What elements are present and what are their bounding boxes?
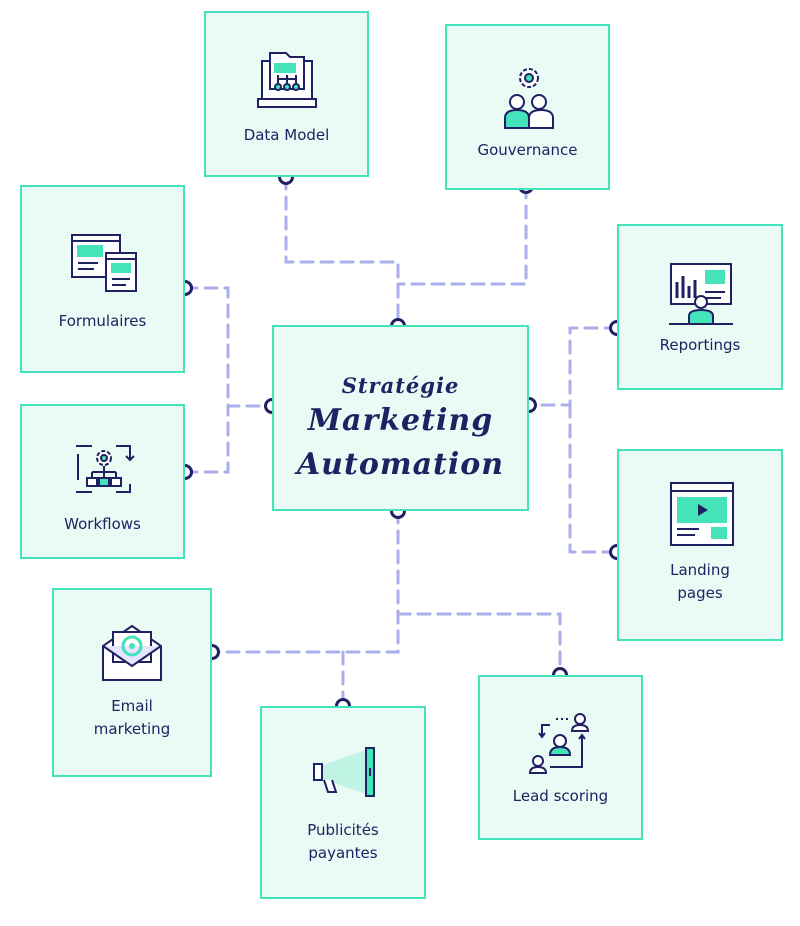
node-reportings: Reportings: [617, 224, 783, 390]
center-title-line3: Automation: [296, 447, 505, 482]
node-label: Reportings: [659, 336, 741, 354]
connector-landing: [568, 403, 619, 554]
node-label: Workflows: [64, 515, 141, 533]
presentation-chart-icon: [669, 263, 733, 325]
node-formulaires: Formulaires: [20, 185, 185, 373]
node-label: Gouvernance: [477, 141, 578, 159]
center-title-line1: Stratégie: [341, 373, 460, 398]
node-label: Formulaires: [58, 312, 147, 330]
megaphone-icon: [313, 747, 375, 797]
connector-bottom: [210, 509, 400, 654]
node-workflows: Workflows: [20, 404, 185, 559]
connector-workflows: [183, 404, 230, 474]
center-title-line2: Marketing: [307, 403, 494, 438]
lead-scoring-icon: [528, 713, 590, 774]
team-gear-icon: [504, 68, 554, 129]
node-gouvernance: Gouvernance: [445, 24, 610, 190]
node-lead-scoring: Lead scoring: [478, 675, 643, 840]
node-label-line2: pages: [677, 584, 723, 602]
node-label-line1: Email: [111, 697, 153, 715]
connector-reportings: [527, 326, 619, 407]
node-label: Data Model: [243, 126, 330, 144]
node-label-line1: Publicités: [307, 821, 379, 839]
forms-icon: [71, 234, 137, 292]
node-publicites-payantes: Publicités payantes: [260, 706, 426, 899]
node-label: Lead scoring: [512, 787, 609, 805]
data-model-icon: [257, 52, 317, 108]
node-label-line1: Landing: [670, 561, 730, 579]
node-label-line2: payantes: [308, 844, 378, 862]
node-label-line2: marketing: [93, 720, 171, 738]
video-page-icon: [670, 482, 734, 546]
connector-lead: [396, 612, 562, 677]
envelope-at-icon: [102, 624, 162, 681]
node-email-marketing: Email marketing: [52, 588, 212, 777]
center-node: Stratégie Marketing Automation: [272, 325, 529, 511]
node-data-model: Data Model: [204, 11, 369, 177]
workflow-icon: [76, 445, 135, 493]
connector-gouvernance: [396, 184, 528, 286]
node-landing-pages: Landing pages: [617, 449, 783, 641]
connector-formulaires: [183, 286, 274, 408]
connector-data-model: [284, 175, 400, 328]
